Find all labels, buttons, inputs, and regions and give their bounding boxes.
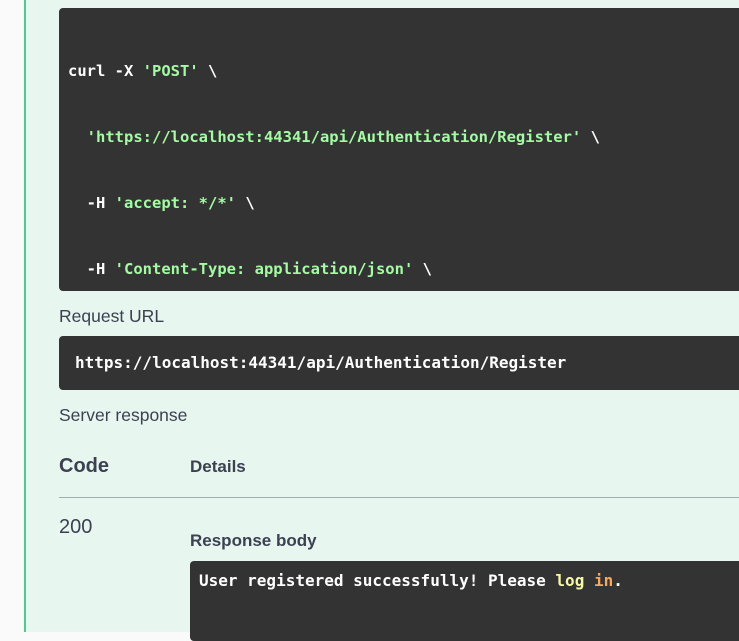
response-status-code: 200 — [59, 516, 93, 538]
table-divider — [59, 497, 739, 498]
post-operation-panel: curl -X 'POST' \ 'https://localhost:4434… — [24, 0, 739, 641]
request-url-label: Request URL — [59, 306, 165, 326]
response-body-label: Response body — [190, 531, 317, 550]
server-response-label: Server response — [59, 405, 188, 425]
curl-command-block: curl -X 'POST' \ 'https://localhost:4434… — [59, 8, 739, 291]
curl-line: -H 'accept: */*' \ — [68, 194, 255, 212]
curl-line: curl -X 'POST' \ — [68, 62, 218, 80]
code-column-header: Code — [59, 455, 109, 477]
request-url-value: https://localhost:44341/api/Authenticati… — [59, 336, 739, 390]
curl-line: 'https://localhost:44341/api/Authenticat… — [86, 128, 600, 146]
curl-line: -H 'Content-Type: application/json' \ — [68, 260, 432, 278]
details-column-header: Details — [190, 457, 246, 476]
response-body-block: User registered successfully! Please log… — [190, 561, 739, 641]
